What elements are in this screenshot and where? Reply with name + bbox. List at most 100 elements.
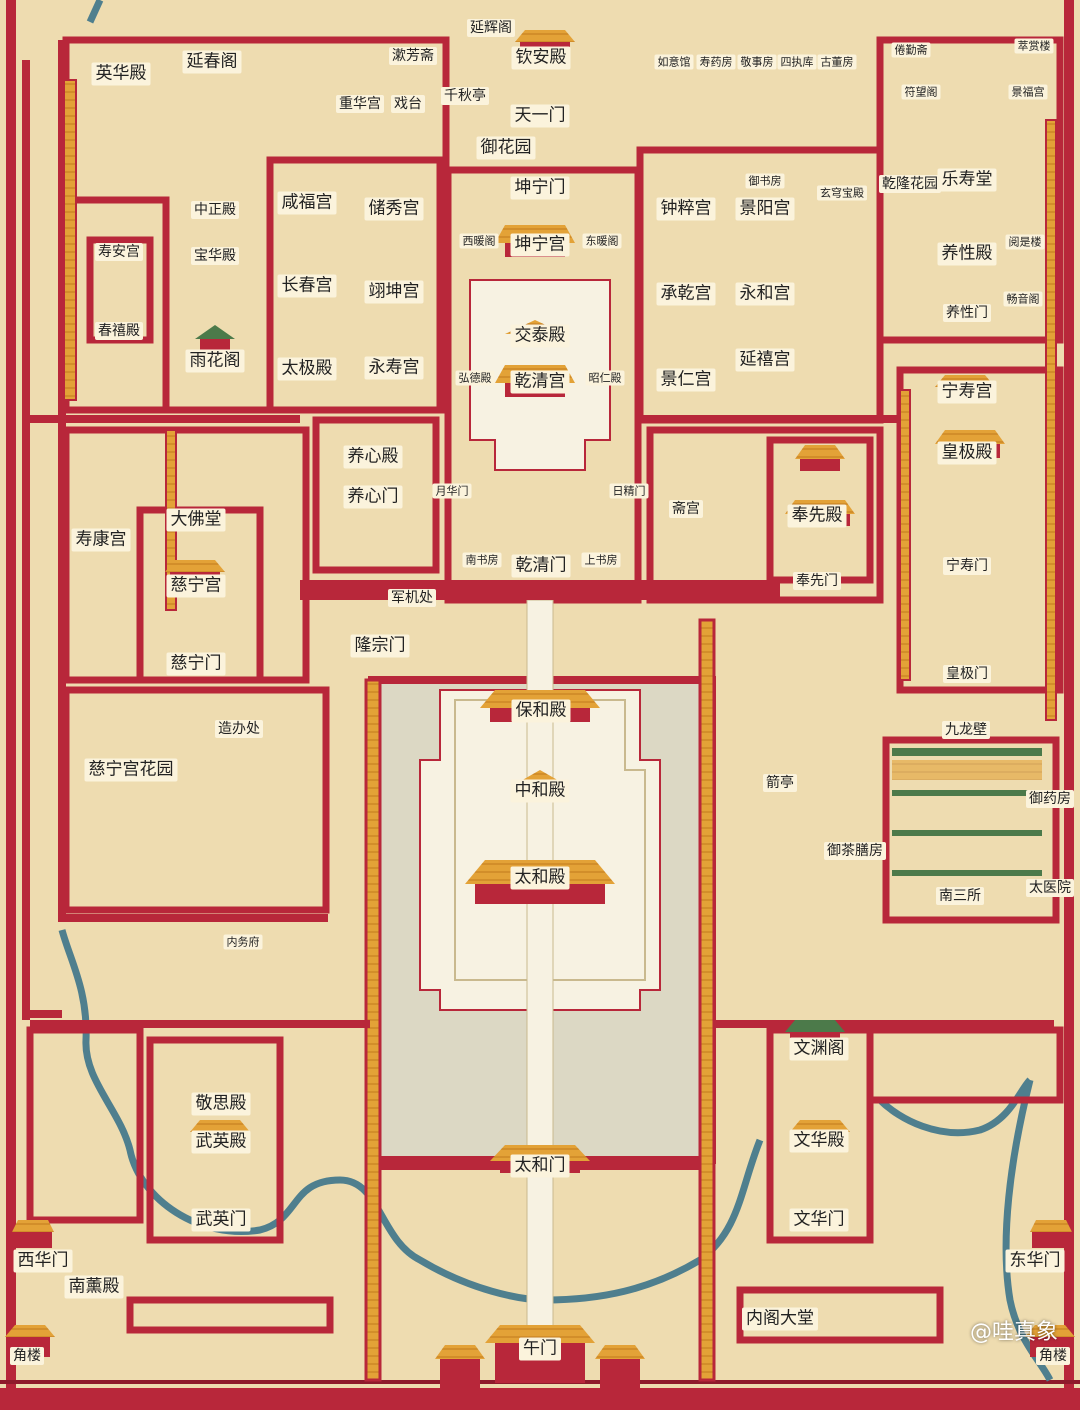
label-cining-men: 慈宁门 xyxy=(166,652,226,676)
label-donghua-men: 东华门 xyxy=(1005,1249,1065,1273)
label-huangji-men: 皇极门 xyxy=(943,665,991,683)
label-yushu-fang: 御书房 xyxy=(745,173,785,189)
hall xyxy=(1030,1220,1072,1248)
label-yanchun-ge: 延春阁 xyxy=(182,50,242,74)
label-qianqing-gong: 乾清宫 xyxy=(510,370,570,394)
label-ningshou-gong: 宁寿宫 xyxy=(937,380,997,404)
label-wenhua-dian: 文华殿 xyxy=(789,1129,849,1153)
label-zaoban-chu: 造办处 xyxy=(215,720,263,738)
label-changchun-gong: 长春宫 xyxy=(277,274,337,298)
label-shoukang-gong: 寿康宫 xyxy=(71,528,131,552)
label-yanxi-gong: 延禧宫 xyxy=(735,348,795,372)
label-huangji-dian: 皇极殿 xyxy=(937,441,997,465)
hall xyxy=(795,445,845,471)
label-taiyi-yuan: 太医院 xyxy=(1026,879,1074,897)
label-nanxun-dian: 南薰殿 xyxy=(64,1275,124,1299)
label-xianfu-gong: 咸福宫 xyxy=(277,191,337,215)
label-yuyao-fang: 御药房 xyxy=(1026,790,1074,808)
label-yikun-gong: 翊坤宫 xyxy=(364,280,424,304)
label-wuying-dian: 武英殿 xyxy=(191,1130,251,1154)
label-yuehua-men: 月华门 xyxy=(432,483,472,499)
hall xyxy=(12,1220,54,1248)
label-jiulong-bi: 九龙壁 xyxy=(942,721,990,739)
label-changyin-ge: 畅音阁 xyxy=(1003,291,1043,307)
label-shangshufang: 上书房 xyxy=(581,552,621,568)
label-zhai-gong: 斋宫 xyxy=(669,500,703,518)
label-shouyao-fang: 寿药房 xyxy=(696,54,736,70)
label-taihe-men: 太和门 xyxy=(510,1154,570,1178)
label-jingshi-fang: 敬事房 xyxy=(737,54,777,70)
watermark: @哇真象 xyxy=(969,1320,1058,1345)
label-jiaolou-west: 角楼 xyxy=(10,1347,44,1365)
label-cining-huayuan: 慈宁宫花园 xyxy=(84,758,178,782)
label-kunning-gong: 坤宁宫 xyxy=(510,233,570,257)
label-leshou-tang: 乐寿堂 xyxy=(937,168,997,192)
label-qianlong-huayuan: 乾隆花园 xyxy=(879,175,941,193)
label-junji-chu: 军机处 xyxy=(388,589,436,607)
label-yucha-shanfang: 御茶膳房 xyxy=(824,842,886,860)
label-kunning-men: 坤宁门 xyxy=(510,176,570,200)
label-jiaolou-east: 角楼 xyxy=(1036,1347,1070,1365)
label-taihe-dian: 太和殿 xyxy=(510,866,570,890)
label-zhongzheng-dian: 中正殿 xyxy=(191,201,239,219)
label-xuanqiong-baodian: 玄穹宝殿 xyxy=(817,185,867,201)
label-qianqing-men: 乾清门 xyxy=(511,554,571,578)
label-fengxian-dian: 奉先殿 xyxy=(787,504,847,528)
label-yinghua-dian: 英华殿 xyxy=(91,62,151,86)
label-jingyang-gong: 景阳宫 xyxy=(735,197,795,221)
label-taiji-dian: 太极殿 xyxy=(277,357,337,381)
label-shouan-gong: 寿安宫 xyxy=(95,243,143,261)
label-cuishang-lou: 萃赏楼 xyxy=(1014,38,1054,54)
label-jingsi-dian: 敬思殿 xyxy=(191,1092,251,1116)
label-xinuan-ge: 西暖阁 xyxy=(459,233,499,249)
label-yixing-men: 养性门 xyxy=(943,304,991,322)
label-jian-ting: 箭亭 xyxy=(763,774,797,792)
hall xyxy=(435,1345,485,1389)
label-yanhui-ge: 延辉阁 xyxy=(467,19,515,37)
label-baohua-dian: 宝华殿 xyxy=(191,247,239,265)
label-yueshi-lou: 阅是楼 xyxy=(1005,234,1045,250)
label-ningshou-men: 宁寿门 xyxy=(943,557,991,575)
label-dafo-tang: 大佛堂 xyxy=(166,508,226,532)
label-wenhua-men: 文华门 xyxy=(789,1208,849,1232)
label-sizhi-ku: 四执库 xyxy=(777,54,817,70)
label-neiwu-fu: 内务府 xyxy=(223,934,263,950)
label-fengxian-men: 奉先门 xyxy=(793,572,841,590)
label-chonghua-gong: 重华宫 xyxy=(336,95,384,113)
west-corridors xyxy=(22,40,328,1020)
label-yuhua-yuan: 御花园 xyxy=(476,136,536,160)
south-three-courts xyxy=(892,748,1042,876)
label-neige-datang: 内阁大堂 xyxy=(742,1307,818,1331)
label-rijing-men: 日精门 xyxy=(609,483,649,499)
label-zhonghe-dian: 中和殿 xyxy=(510,779,570,803)
label-jingren-gong: 景仁宫 xyxy=(656,368,716,392)
label-xihua-men: 西华门 xyxy=(13,1249,73,1273)
label-tianyi-men: 天一门 xyxy=(510,104,570,128)
label-zhaoren-dian: 昭仁殿 xyxy=(585,370,625,386)
label-chuxiu-gong: 储秀宫 xyxy=(364,197,424,221)
label-hongde-dian: 弘德殿 xyxy=(455,370,495,386)
label-qianqiu-ting: 千秋亭 xyxy=(441,87,489,105)
label-jiaotai-dian: 交泰殿 xyxy=(510,324,570,348)
label-yonghe-gong: 永和宫 xyxy=(735,282,795,306)
label-wuying-men: 武英门 xyxy=(191,1208,251,1232)
label-baohe-dian: 保和殿 xyxy=(511,699,571,723)
label-jingfu-gong: 景福宫 xyxy=(1008,84,1048,100)
label-fuwang-ge: 符望阁 xyxy=(901,84,941,100)
label-ruyi-guan: 如意馆 xyxy=(654,54,694,70)
label-yixing-dian: 养性殿 xyxy=(937,242,997,266)
hall xyxy=(595,1345,645,1389)
label-cining-gong: 慈宁宫 xyxy=(166,574,226,598)
label-chunxi-dian: 春禧殿 xyxy=(95,322,143,340)
label-chengqian-gong: 承乾宫 xyxy=(656,282,716,306)
label-xitai: 戏台 xyxy=(391,95,425,113)
label-nanshufang: 南书房 xyxy=(462,552,502,568)
outer-court xyxy=(368,279,716,1371)
label-yuhua-ge: 雨花阁 xyxy=(185,349,245,373)
label-zhongcui-gong: 钟粹宫 xyxy=(656,197,716,221)
label-gudong-fang: 古董房 xyxy=(817,54,857,70)
label-nansan-suo: 南三所 xyxy=(936,887,984,905)
label-yangxin-men: 养心门 xyxy=(343,485,403,509)
label-dongnuan-ge: 东暖阁 xyxy=(582,233,622,249)
